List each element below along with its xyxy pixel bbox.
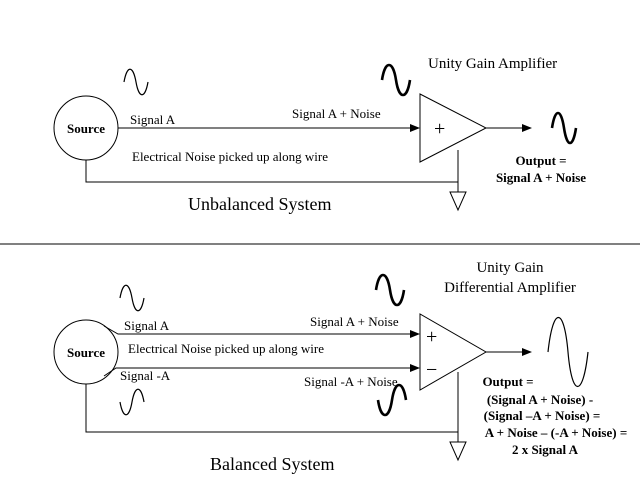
balanced-output-line-1: Output = <box>482 374 533 389</box>
balanced-system-label: Balanced System <box>210 454 334 474</box>
unbalanced-noise-label: Electrical Noise picked up along wire <box>132 149 328 164</box>
balanced-output-line-5: 2 x Signal A <box>512 442 579 457</box>
balanced-signal-a-wire <box>103 325 412 335</box>
arrow-icon <box>410 364 420 372</box>
balanced-minus-sign: − <box>426 359 437 381</box>
balanced-plus-sign: + <box>426 326 437 348</box>
balanced-signal-a-noise-label: Signal A + Noise <box>310 314 399 329</box>
balanced-output-line-4: A + Noise – (-A + Noise) = <box>485 425 627 440</box>
amplifier-triangle-icon <box>419 93 488 163</box>
unbalanced-signal-noise-label: Signal A + Noise <box>292 106 381 121</box>
unbalanced-ground-wire <box>85 160 458 183</box>
balanced-output-line-3: (Signal –A + Noise) = <box>484 408 601 423</box>
unbalanced-output-line-2: Signal A + Noise <box>496 170 586 185</box>
unbalanced-plus-sign: + <box>434 118 445 140</box>
sine-wave-icon <box>547 317 589 387</box>
inverted-sine-wave-icon <box>119 388 145 416</box>
balanced-amp-title-line-1: Unity Gain <box>476 260 544 276</box>
unbalanced-source-label: Source <box>67 121 105 136</box>
unbalanced-amp-title: Unity Gain Amplifier <box>428 56 557 72</box>
sine-wave-icon <box>119 284 145 312</box>
sine-wave-icon <box>123 68 149 96</box>
unbalanced-output-line-1: Output = <box>515 153 566 168</box>
amplifier-triangle-icon <box>419 313 488 391</box>
balanced-signal-neg-a-wire <box>103 367 412 377</box>
balanced-section: Source Signal A Electrical Noise picked … <box>53 260 627 474</box>
unbalanced-signal-label: Signal A <box>130 112 176 127</box>
arrow-icon <box>410 330 420 338</box>
balanced-output-line-2: (Signal A + Noise) - <box>487 392 593 407</box>
balanced-noise-label: Electrical Noise picked up along wire <box>128 341 324 356</box>
balanced-ground-wire <box>85 384 458 433</box>
arrow-icon <box>522 348 532 356</box>
arrow-icon <box>522 124 532 132</box>
balanced-amp-title-line-2: Differential Amplifier <box>444 280 576 296</box>
noisy-sine-wave-icon <box>550 111 578 145</box>
noisy-sine-wave-icon <box>380 63 412 97</box>
balanced-source-label: Source <box>67 345 105 360</box>
balanced-signal-neg-a-noise-label: Signal -A + Noise <box>304 374 398 389</box>
balanced-signal-a-label: Signal A <box>124 318 170 333</box>
arrow-icon <box>410 124 420 132</box>
noisy-sine-wave-icon <box>374 273 406 307</box>
ground-symbol-icon <box>449 191 467 212</box>
unbalanced-section: Source Signal A Signal A + Noise Electri… <box>53 56 586 214</box>
noisy-inverted-sine-wave-icon <box>376 383 408 417</box>
unbalanced-system-label: Unbalanced System <box>188 194 331 214</box>
balanced-signal-neg-a-label: Signal -A <box>120 368 171 383</box>
ground-symbol-icon <box>449 441 467 462</box>
